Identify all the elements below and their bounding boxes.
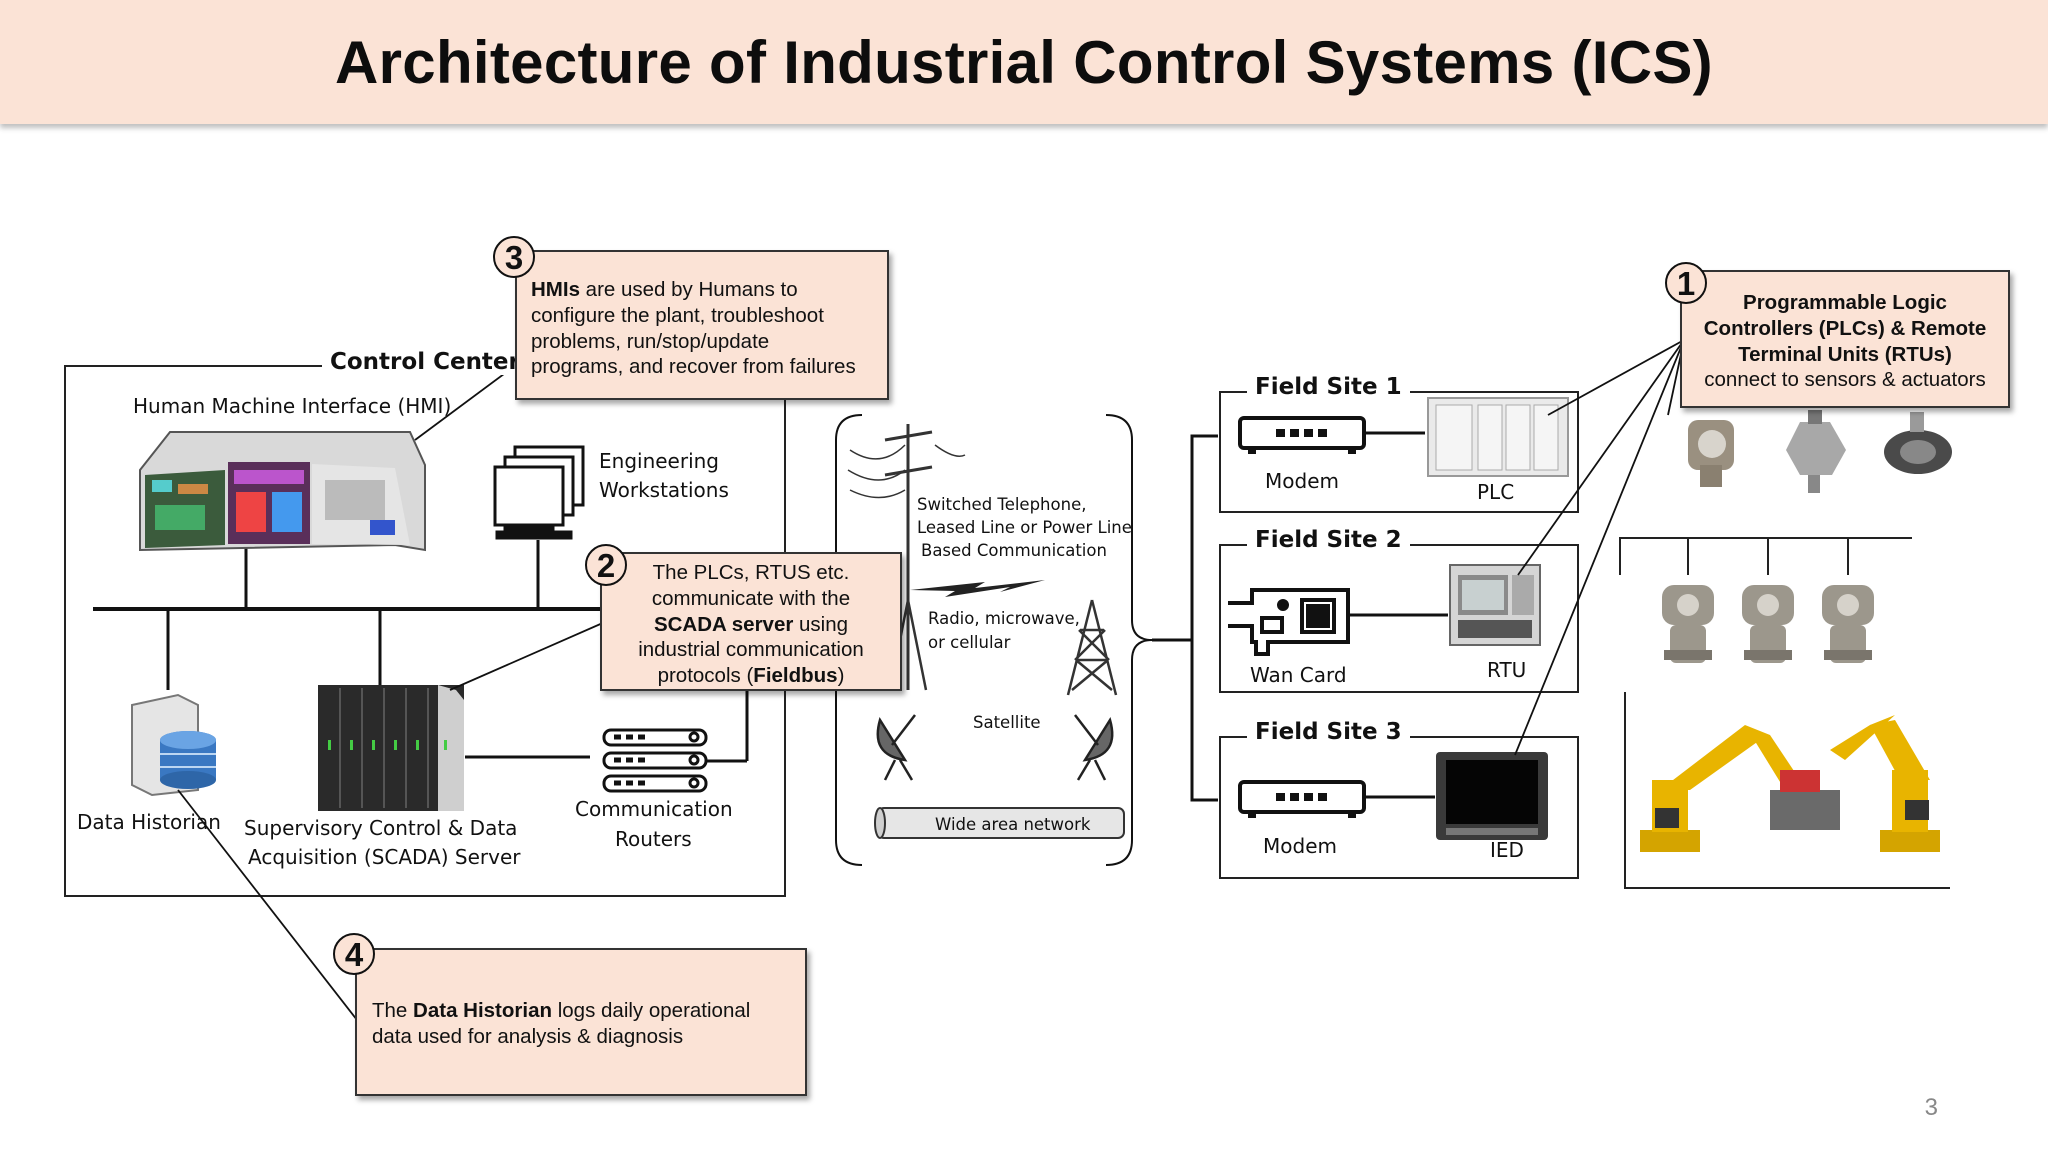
callout-1-badge: 1	[1665, 262, 1707, 304]
page-number: 3	[1924, 1094, 1938, 1121]
sensor-actuator-icon	[1786, 410, 1846, 493]
callout-historian: The Data Historian logs daily operationa…	[355, 948, 807, 1096]
callout-3-line1: are used by Humans to	[579, 278, 798, 301]
callout-2-badge: 2	[585, 544, 627, 586]
callout-3-bold: HMIs	[531, 278, 580, 301]
callout-2-line5b: Fieldbus	[753, 664, 838, 688]
routers-label-line2: Routers	[615, 827, 692, 851]
callout-1-line4: connect to sensors & actuators	[1704, 368, 1986, 392]
hmi-label: Human Machine Interface (HMI)	[133, 394, 452, 418]
callout-3-line4: programs, and recover from failures	[531, 355, 856, 379]
sensor-actuator-icon	[1688, 420, 1734, 487]
scada-label-line2: Acquisition (SCADA) Server	[248, 845, 521, 869]
callout-2-line5a: protocols (	[657, 664, 754, 688]
field-site-2-rtu-label: RTU	[1487, 658, 1527, 682]
field-site-2-title: Field Site 2	[1247, 527, 1410, 553]
callout-3-line3: problems, run/stop/update	[531, 329, 770, 353]
callout-4-bold: Data Historian	[413, 999, 553, 1022]
callout-2-bold: SCADA server	[653, 612, 794, 636]
callout-3-line2: configure the plant, troubleshoot	[531, 303, 824, 327]
wan-radio-line1: Radio, microwave,	[928, 609, 1080, 628]
utility-pole-icon	[847, 424, 966, 690]
satellite-dish-icon	[876, 714, 1114, 781]
field-site-3-title: Field Site 3	[1247, 719, 1410, 745]
control-center-title: Control Center	[322, 349, 528, 375]
page-title: Architecture of Industrial Control Syste…	[335, 28, 1713, 96]
industrial-robot-icon	[1770, 770, 1840, 830]
modem-icon	[1238, 416, 1366, 454]
routers-label-line1: Communication	[575, 797, 733, 821]
callout-3-badge: 3	[493, 236, 535, 278]
radio-tower-icon	[1066, 599, 1118, 696]
field-site-2-box	[1219, 544, 1579, 693]
callout-4-line1a: The	[372, 999, 414, 1022]
field-site-1-modem-label: Modem	[1265, 469, 1339, 493]
wan-satellite-label: Satellite	[973, 713, 1041, 732]
ied-icon	[1436, 752, 1548, 840]
field-site-1-plc-label: PLC	[1477, 480, 1515, 504]
callout-2-line1: The PLCs, RTUS etc.	[652, 561, 850, 584]
wan-network-label: Wide area network	[935, 815, 1091, 834]
engineering-label-line2: Workstations	[599, 478, 729, 502]
callout-plc-rtu: Programmable Logic Controllers (PLCs) & …	[1680, 270, 2010, 408]
field-site-2-wancard-label: Wan Card	[1250, 663, 1347, 687]
engineering-workstation-icon	[493, 445, 585, 540]
wan-radio-line2: or cellular	[928, 633, 1011, 652]
callout-2-line4: industrial communication	[638, 638, 864, 662]
historian-label: Data Historian	[77, 810, 221, 834]
data-historian-icon	[131, 693, 216, 797]
callout-2-line3: using	[793, 612, 849, 636]
callout-1-line3: Terminal Units (RTUs)	[1738, 342, 1952, 366]
wan-switched-line2: Leased Line or Power Line	[917, 518, 1132, 537]
callout-4-badge: 4	[333, 933, 375, 975]
callout-1-line2: Controllers (PLCs) & Remote	[1703, 316, 1987, 340]
engineering-label-line1: Engineering	[599, 449, 719, 473]
industrial-robot-icon	[1830, 715, 1940, 852]
callout-2-line2: communicate with the	[651, 586, 851, 610]
field-site-1-title: Field Site 1	[1247, 374, 1410, 400]
sensor-actuator-icon	[1884, 412, 1952, 474]
callout-plc-scada: The PLCs, RTUS etc. communicate with the…	[600, 552, 902, 691]
industrial-robot-icon	[1640, 725, 1800, 852]
field-site-3-modem-label: Modem	[1263, 834, 1337, 858]
wireless-bolt-icon	[910, 580, 1045, 597]
wan-switched-line1: Switched Telephone,	[917, 495, 1087, 514]
scada-label-line1: Supervisory Control & Data	[244, 816, 518, 840]
callout-4-line1c: logs daily operational	[552, 999, 751, 1022]
transmitter-icon	[1662, 585, 1714, 663]
wan-cylinder-icon	[874, 807, 1125, 839]
callout-4-line2: data used for analysis & diagnosis	[372, 1024, 684, 1048]
transmitter-icon	[1742, 585, 1794, 663]
routers-icon	[602, 728, 708, 793]
wan-card-icon	[1228, 588, 1350, 656]
modem-icon	[1238, 780, 1366, 818]
callout-2-line5c: )	[837, 664, 845, 688]
rtu-icon	[1449, 564, 1541, 646]
scada-server-icon	[318, 685, 464, 811]
callout-hmi: HMIs are used by Humans to configure the…	[515, 250, 889, 400]
callout-1-line1: Programmable Logic	[1743, 291, 1947, 314]
title-bar: Architecture of Industrial Control Syste…	[0, 0, 2048, 124]
field-site-1-box	[1219, 391, 1579, 513]
plc-icon	[1427, 397, 1569, 477]
hmi-icon	[139, 431, 426, 552]
transmitter-icon	[1822, 585, 1874, 663]
field-site-3-box	[1219, 736, 1579, 879]
field-site-3-ied-label: IED	[1490, 838, 1524, 862]
wan-switched-line3: Based Communication	[921, 541, 1107, 560]
